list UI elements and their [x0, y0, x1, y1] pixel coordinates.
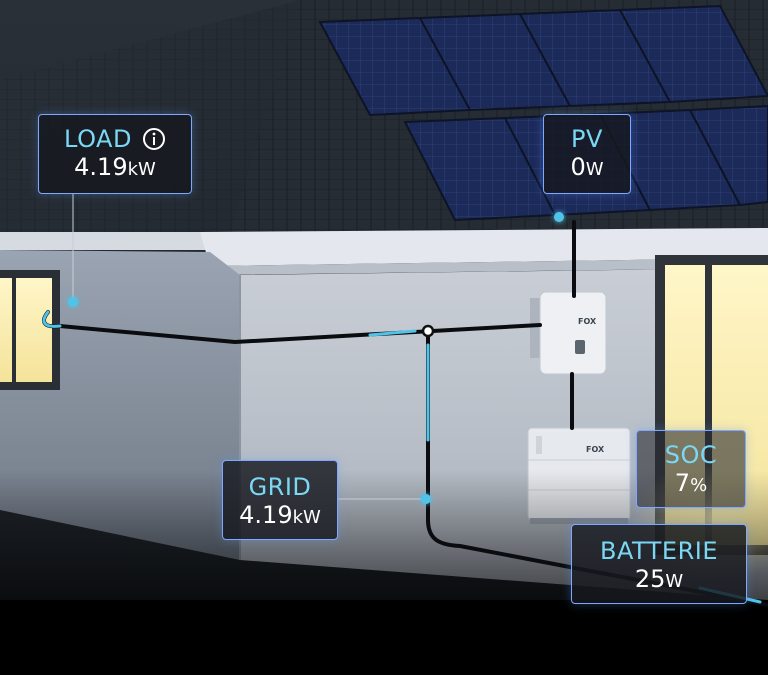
soc-label: SOC [664, 441, 718, 469]
pv-label: PV [571, 125, 603, 153]
info-icon[interactable] [142, 127, 166, 151]
grid-value: 4.19 [239, 501, 293, 529]
pv-unit: W [585, 159, 604, 180]
battery-label: BATTERIE [600, 537, 718, 565]
grid-panel[interactable]: GRID 4.19kW [222, 460, 338, 540]
grid-label: GRID [248, 473, 312, 501]
battery-brand: FOX [586, 445, 605, 454]
battery-unit-text: W [665, 571, 684, 592]
pv-panel[interactable]: PV 0W [543, 114, 631, 194]
label-leader-lines [72, 194, 426, 500]
soc-panel[interactable]: SOC 7% [636, 430, 746, 508]
soc-unit: % [690, 475, 708, 496]
left-window [0, 270, 60, 390]
battery-panel[interactable]: BATTERIE 25W [571, 524, 747, 604]
junction-node [421, 324, 435, 338]
load-unit: kW [127, 159, 156, 180]
load-value: 4.19 [74, 153, 128, 181]
load-label: LOAD [64, 125, 132, 153]
grid-connection-dot [421, 494, 431, 504]
inverter-brand: FOX [578, 317, 597, 326]
solar-panels [318, 4, 768, 222]
pv-value: 0 [570, 153, 586, 181]
load-connection-dot [68, 297, 78, 307]
battery-value: 25 [634, 565, 666, 593]
inverter: FOX [530, 291, 607, 375]
soc-value: 7 [674, 469, 691, 497]
pv-connection-dot [554, 212, 564, 222]
load-panel[interactable]: LOAD 4.19kW [38, 114, 192, 194]
grid-unit: kW [292, 507, 321, 528]
